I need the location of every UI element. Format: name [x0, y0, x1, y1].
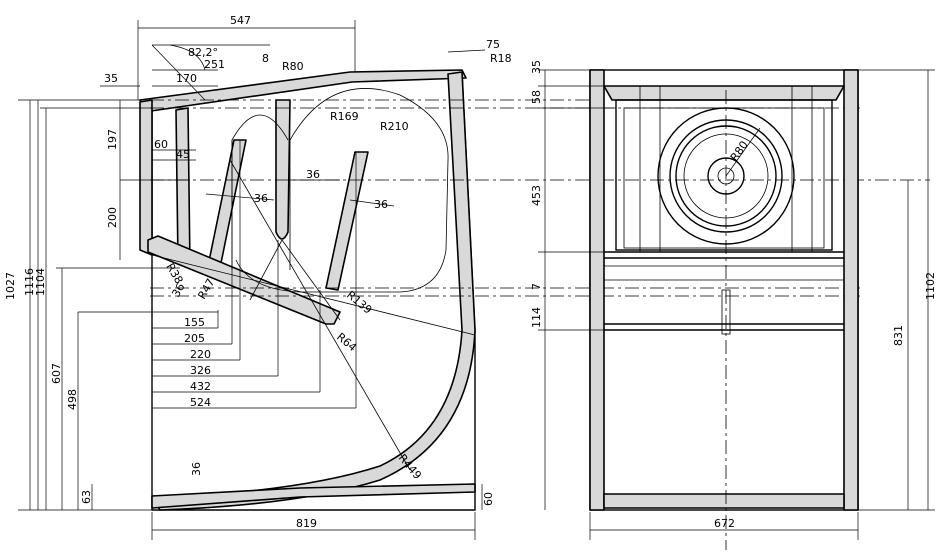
dim-label: R47: [195, 276, 217, 301]
dim-label: 58: [530, 90, 543, 104]
dim-line: [349, 199, 395, 207]
construction-line: [151, 254, 476, 336]
dim-label: R80: [728, 139, 751, 164]
dim-label: 432: [190, 380, 211, 393]
diagonal-panel: [147, 235, 341, 325]
dim-label: 453: [530, 185, 543, 206]
dim-label: 7: [530, 283, 543, 290]
dim-label: 35: [530, 60, 543, 74]
dim-line: [725, 127, 761, 177]
dim-label: 60: [154, 138, 168, 151]
dim-label: 326: [190, 364, 211, 377]
dim-label: R64: [334, 330, 359, 354]
dim-label: R80: [282, 60, 304, 73]
dim-label: R139: [344, 288, 374, 316]
dim-label: 1116: [23, 268, 36, 296]
dim-label: 36: [306, 168, 320, 181]
left-side-panel: [589, 69, 605, 511]
front-baffle: [139, 99, 153, 256]
rear-curved-wall: [151, 71, 476, 511]
dim-label: 36: [374, 198, 388, 211]
dim-label: 36: [254, 192, 268, 205]
side-view: 547 75 R18 35 170 251 82,2° 8 R80 R169 R…: [4, 14, 512, 540]
port-slot: [721, 289, 731, 335]
angle-arc: [169, 44, 206, 71]
dim-label: 36: [169, 281, 187, 300]
inner-arch-2: [289, 88, 449, 293]
construction-line: [281, 239, 341, 321]
dim-label: 75: [486, 38, 500, 51]
dim-label: 114: [530, 307, 543, 328]
dim-label: 607: [50, 363, 63, 384]
dim-label: 36: [190, 462, 203, 476]
dim-label: 205: [184, 332, 205, 345]
dim-label: 63: [80, 490, 93, 504]
dim-label: 831: [892, 325, 905, 346]
dim-label: 155: [184, 316, 205, 329]
dim-label: 35: [104, 72, 118, 85]
horn-wall-2: [325, 151, 369, 291]
dim-label: 1102: [924, 272, 937, 300]
dim-label: R210: [380, 120, 409, 133]
dim-label: 60: [482, 492, 495, 506]
dim-label: 547: [230, 14, 251, 27]
dim-label: R169: [330, 110, 359, 123]
dim-label: 251: [204, 58, 225, 71]
dim-label: 197: [106, 129, 119, 150]
dim-label: 1104: [34, 268, 47, 296]
dim-label: 220: [190, 348, 211, 361]
dim-label: 672: [714, 517, 735, 530]
construction-line: [249, 239, 283, 301]
dim-label: 200: [106, 207, 119, 228]
driver-chamber: [615, 99, 833, 251]
u-fold-wall: [275, 99, 291, 240]
right-side-panel: [843, 69, 859, 511]
dim-label: 1027: [4, 272, 17, 300]
dim-label: 819: [296, 517, 317, 530]
front-view: 35 58 453 7 114 R80 1102 831 672: [530, 60, 937, 550]
dim-label: 170: [176, 72, 197, 85]
bottom-front-panel: [603, 493, 845, 509]
dim-label: 524: [190, 396, 211, 409]
dim-label: 45: [176, 148, 190, 161]
dim-label: 498: [66, 389, 79, 410]
inner-arch-1: [231, 114, 289, 270]
dim-label: 8: [262, 52, 269, 65]
top-front-panel: [603, 85, 845, 101]
dim-label: 82,2°: [188, 46, 218, 59]
angle-line: [151, 44, 206, 101]
dim-line: [447, 49, 486, 53]
dim-label: R18: [490, 52, 512, 65]
bottom-panel: [151, 483, 476, 509]
